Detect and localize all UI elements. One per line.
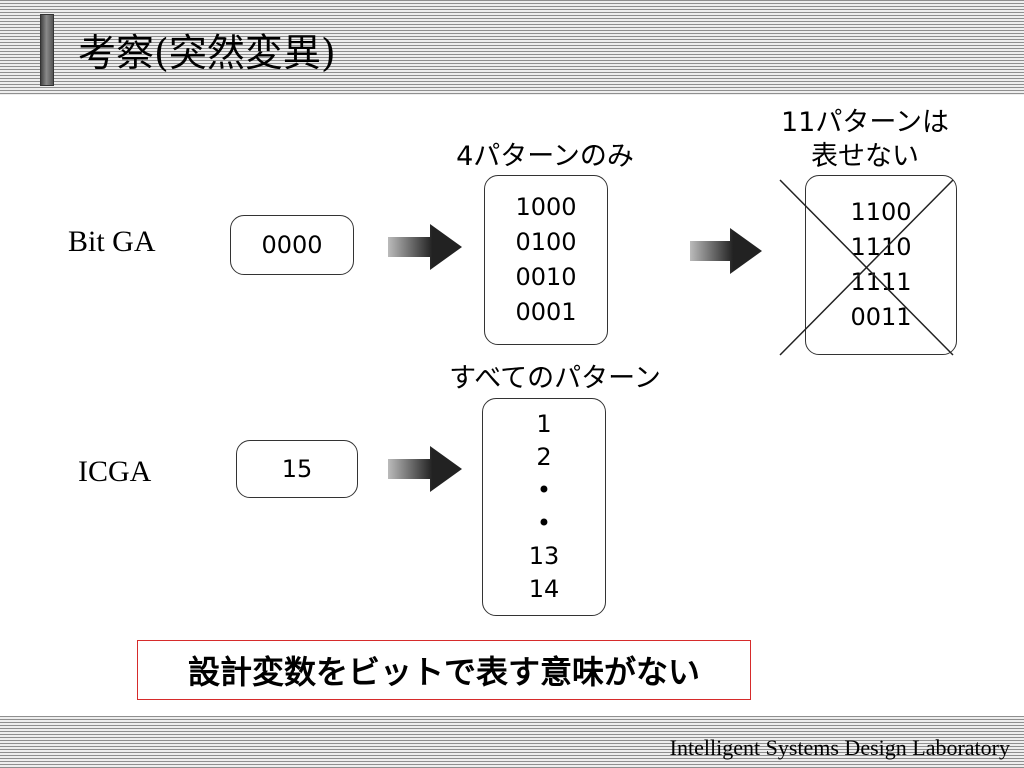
bit-ga-result-box: 1000 0100 0010 0001: [484, 175, 608, 345]
icga-result-value: 14: [528, 575, 560, 603]
header-accent-bar: [40, 14, 54, 86]
bit-ga-result-value: 1000: [515, 193, 577, 221]
bit-ga-result-value: 0100: [515, 228, 577, 256]
impossible-pattern-value: 1100: [850, 198, 912, 226]
slide-header: [0, 0, 1024, 95]
impossible-caption-line2: 表せない: [811, 141, 919, 172]
icga-result-value: 2: [536, 443, 552, 471]
icga-result-value: 1: [536, 410, 552, 438]
footer-lab-name: Intelligent Systems Design Laboratory: [669, 735, 1010, 760]
bit-ga-result-caption: 4パターンのみ: [456, 141, 634, 172]
icga-result-caption: すべてのパターン: [449, 363, 661, 394]
cross-out-mark: [779, 179, 954, 356]
bit-ga-result-value: 0001: [515, 298, 577, 326]
icga-label: ICGA: [78, 455, 152, 488]
bit-ga-input-box: 0000: [230, 215, 354, 275]
icga-input-box: 15: [236, 440, 358, 498]
conclusion-box: 設計変数をビットで表す意味がない: [137, 640, 751, 700]
icga-result-value: 13: [528, 542, 560, 570]
ellipsis-dot: •: [536, 509, 552, 537]
impossible-caption-line1: 11パターンは: [780, 107, 949, 138]
impossible-pattern-value: 1110: [850, 233, 912, 261]
bit-ga-arrow-1: [388, 224, 462, 270]
bit-ga-label: Bit GA: [68, 225, 156, 258]
slide-footer: [0, 716, 1024, 768]
impossible-pattern-value: 0011: [850, 303, 912, 331]
icga-result-box: 1 2 • • 13 14: [482, 398, 606, 616]
slide-title: 考察(突然変異): [78, 31, 336, 75]
bit-ga-result-value: 0010: [515, 263, 577, 291]
icga-arrow: [388, 446, 462, 492]
bit-ga-arrow-2: [690, 228, 762, 274]
ellipsis-dot: •: [536, 476, 552, 504]
